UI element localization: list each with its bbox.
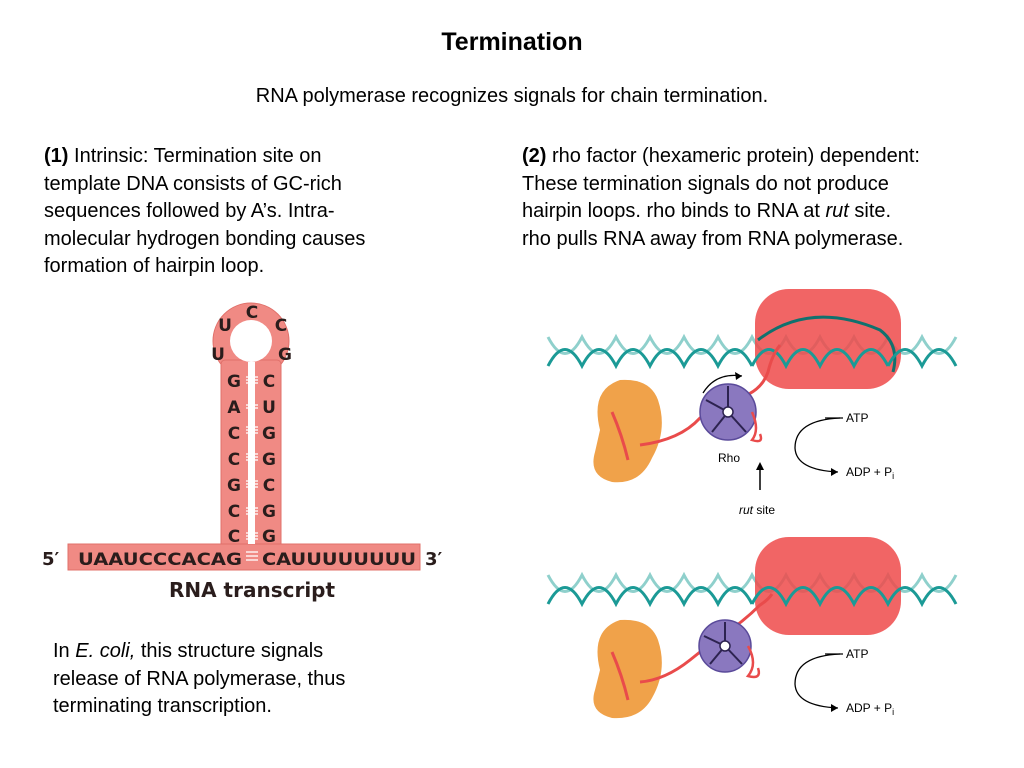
rut-italic: rut [825,200,849,222]
stem-left-base: C [228,424,240,444]
page-subtitle: RNA polymerase recognizes signals for ch… [255,85,769,107]
stem-left-base: G [227,476,241,496]
rho-dependent-termination-text: (2) rho factor (hexameric protein) depen… [522,143,992,253]
right-line-2: These termination signals do not produce [522,172,889,195]
right-line-3: hairpin loops. rho binds to RNA at [522,200,826,222]
rna-dna-hybrid [757,315,897,373]
stem-right-base: C [263,476,275,496]
sequence-5prime-side: UAAUCCCACAG [78,550,242,570]
ecoli-note-text: In E. coli, this structure signals relea… [53,638,413,721]
stem-right-base: G [262,527,276,547]
loop-base: C [275,316,287,336]
left-line-5: formation of hairpin loop. [44,255,265,277]
loop-bases: U C C U G [211,303,292,365]
adp-label-top: ADP + Pi [846,465,894,481]
intrinsic-termination-text: (1) Intrinsic: Termination site on templ… [44,143,444,281]
rut-site-label: rut site [739,503,775,517]
stem-left-base: C [228,502,240,522]
stem-left-base: A [227,398,241,418]
ecoli-italic: E. coli, [75,640,136,662]
left-line-3: sequences followed by A’s. Intra- [44,200,335,222]
rna-polymerase-bottom [755,537,901,635]
loop-base: C [246,303,258,323]
item-number-1: (1) [44,145,69,167]
hairpin-loop-figure: U C C U G G A C C G C C C U G G C G G UA… [42,302,443,602]
right-line-4: rho pulls RNA away from RNA polymerase. [522,227,904,250]
rho-termination-figure: ATP ADP + Pi Rho rut site ATP ADP + Pi [546,289,958,719]
atp-hydrolysis-arrow-bottom [794,653,841,709]
three-prime-label: 3′ [425,549,443,570]
left-line-4: molecular hydrogen bonding causes [44,227,366,250]
stem-bases: G A C C G C C C U G G C G G [227,372,276,547]
right-line-3-end: site. [848,200,892,222]
bottom-prefix: In [53,640,76,662]
right-line-1: rho factor (hexameric protein) dependent… [546,145,920,167]
dna-strand-exit [886,348,958,370]
stem-right-base: U [262,398,276,418]
sequence-3prime-side: CAUUUUUUUU [262,550,416,570]
stem-right-base: G [262,450,276,470]
loop-hole [230,320,272,362]
rna-strand-bar [67,543,421,571]
hydrogen-bonds [246,376,258,561]
left-line-1: Intrinsic: Termination site on [68,145,322,167]
page-title: Termination [441,28,583,56]
adp-label-bottom: ADP + Pi [846,701,894,717]
stem-right-base: G [262,424,276,444]
item-number-2: (2) [522,145,547,167]
rho-label: Rho [718,451,740,465]
loop-base: G [278,345,292,365]
atp-label-bottom: ATP [846,647,868,661]
ribosome-protein-top [593,379,662,483]
atp-hydrolysis-arrow-top [794,417,841,473]
bottom-line-1-rest: this structure signals [135,640,324,662]
loop-base: U [211,345,225,365]
stem-left-base: C [228,450,240,470]
ribosome-protein-bottom [593,619,662,719]
five-prime-label: 5′ [42,549,60,570]
left-line-2: template DNA consists of GC-rich [44,172,342,195]
bottom-line-2: release of RNA polymerase, thus [53,667,346,690]
bottom-line-3: terminating transcription. [53,695,272,717]
rna-loop-top [749,411,763,443]
rna-transcript-caption: RNA transcript [169,578,336,602]
stem-left-base: C [228,527,240,547]
dna-strand-bottom-right [750,586,958,608]
loop-base: U [218,316,232,336]
stem-right-base: C [263,372,275,392]
stem-gap [248,362,255,544]
stem-right-base: G [262,502,276,522]
rna-polymerase-top [755,289,901,389]
rna-loop-bottom [745,645,761,679]
stem-left-base: G [227,372,241,392]
atp-label-top: ATP [846,411,868,425]
